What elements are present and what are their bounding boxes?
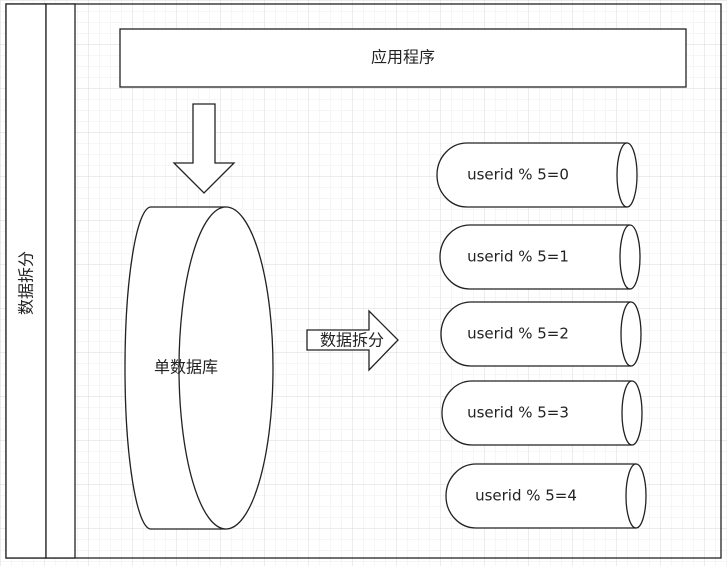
shard-body [445,463,636,529]
application-rect [119,28,687,88]
shard-end [620,301,642,367]
shard-body [436,142,627,208]
shard-end [625,463,647,529]
database-label: 单数据库 [154,358,218,377]
shard-body [439,224,630,290]
shard-3[interactable]: userid % 5=3 [441,380,643,446]
application-box[interactable]: 应用程序 [119,28,687,88]
shard-end [619,224,641,290]
shard-label: userid % 5=3 [467,404,569,422]
shard-body [440,301,631,367]
shard-label: userid % 5=2 [467,325,569,343]
shard-end [616,142,638,208]
shard-label: userid % 5=1 [467,248,569,266]
shard-label: userid % 5=4 [475,487,577,505]
shard-label: userid % 5=0 [467,166,569,184]
split-arrow-label: 数据拆分 [320,331,384,350]
shard-1[interactable]: userid % 5=1 [439,224,641,290]
swimlane-header [5,3,47,559]
database-end [178,206,274,530]
shard-end [621,380,643,446]
shard-body [441,380,632,446]
swimlane-column [45,3,76,559]
single-database[interactable]: 单数据库 [124,206,274,530]
application-label: 应用程序 [371,48,435,67]
shard-0[interactable]: userid % 5=0 [436,142,638,208]
swimlane-label: 数据拆分 [17,251,36,315]
split-arrow-shape [306,309,399,372]
shard-2[interactable]: userid % 5=2 [440,301,642,367]
split-arrow[interactable]: 数据拆分 [306,309,399,372]
shard-4[interactable]: userid % 5=4 [445,463,647,529]
down-arrow[interactable] [172,103,236,194]
swimlane[interactable]: 数据拆分 [5,3,722,559]
